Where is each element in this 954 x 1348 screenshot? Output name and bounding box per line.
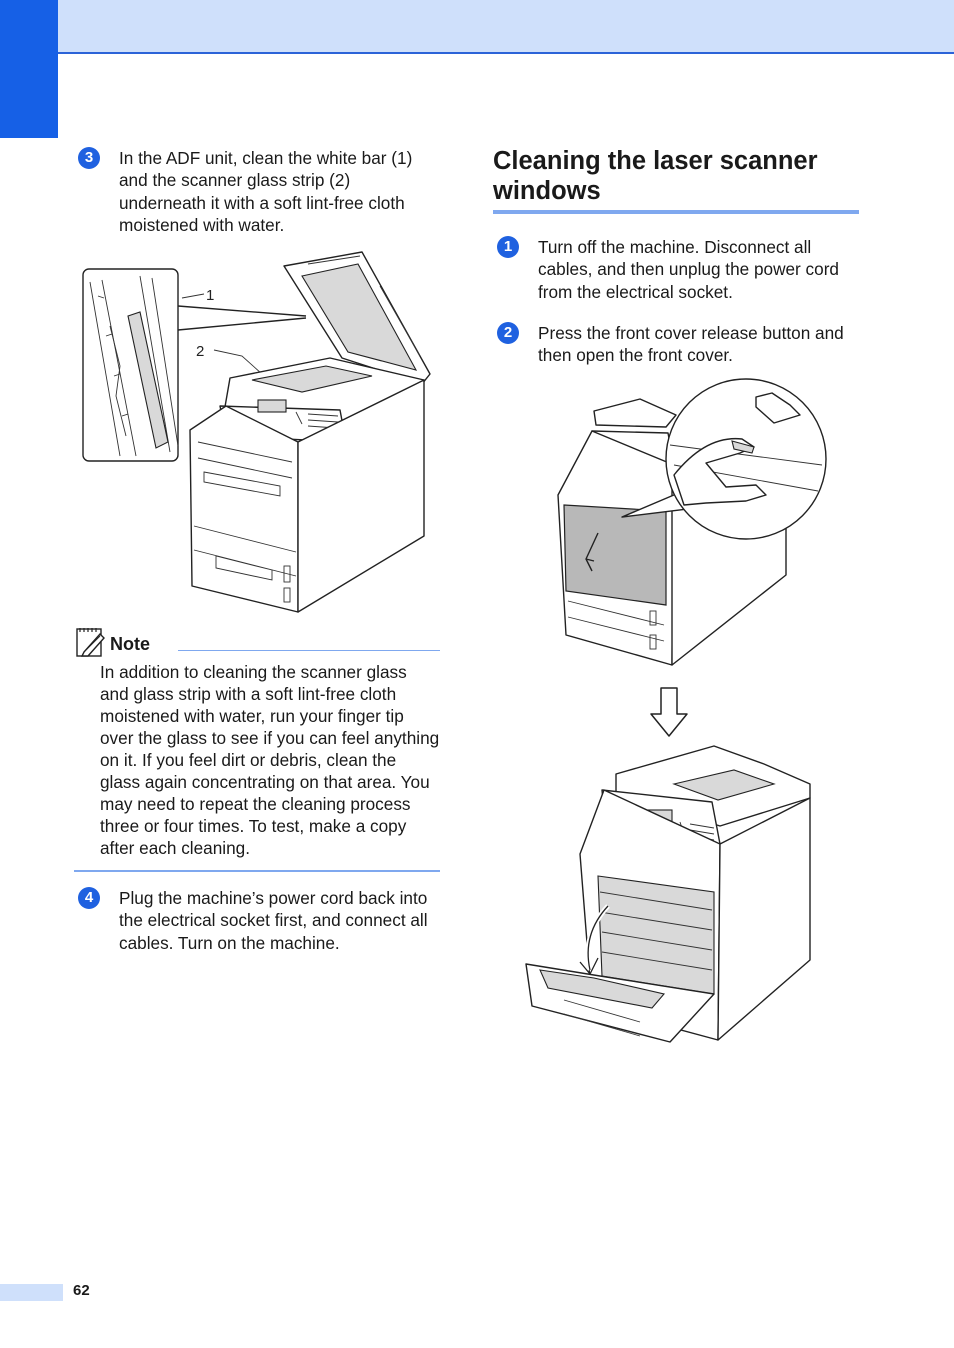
callout-label-1: 1 — [206, 287, 214, 304]
header-band — [58, 0, 954, 54]
step-3-text: In the ADF unit, clean the white bar (1)… — [119, 148, 413, 236]
chapter-tab — [0, 0, 58, 138]
step-3: 3 In the ADF unit, clean the white bar (… — [78, 147, 440, 239]
section-heading-rule — [493, 210, 859, 214]
step-2-text: Press the front cover release button and… — [538, 323, 844, 366]
step-4-number: 4 — [78, 887, 100, 909]
adf-cleaning-illustration: 1 2 — [82, 251, 431, 613]
footer-band — [0, 1284, 63, 1301]
step-4-text: Plug the machine’s power cord back into … — [119, 888, 428, 953]
step-1: 1 Turn off the machine. Disconnect all c… — [497, 236, 859, 306]
note-rule — [178, 650, 440, 651]
page-number: 62 — [73, 1282, 90, 1299]
note-label: Note — [110, 634, 150, 654]
note-text: In addition to cleaning the scanner glas… — [100, 662, 440, 858]
front-cover-release-illustration — [557, 378, 827, 666]
step-2: 2 Press the front cover release button a… — [497, 322, 859, 370]
front-cover-open-illustration — [525, 745, 811, 1043]
callout-label-2: 2 — [196, 343, 204, 360]
step-4: 4 Plug the machine’s power cord back int… — [78, 887, 440, 959]
step-2-number: 2 — [497, 322, 519, 344]
note-header: Note — [76, 626, 440, 658]
note-bottom-rule — [74, 870, 440, 872]
note-pencil-icon — [76, 628, 105, 657]
step-1-text: Turn off the machine. Disconnect all cab… — [538, 237, 839, 302]
step-1-number: 1 — [497, 236, 519, 258]
section-heading: Cleaning the laser scanner windows — [493, 147, 818, 205]
step-3-number: 3 — [78, 147, 100, 169]
down-arrow-icon — [650, 687, 688, 737]
